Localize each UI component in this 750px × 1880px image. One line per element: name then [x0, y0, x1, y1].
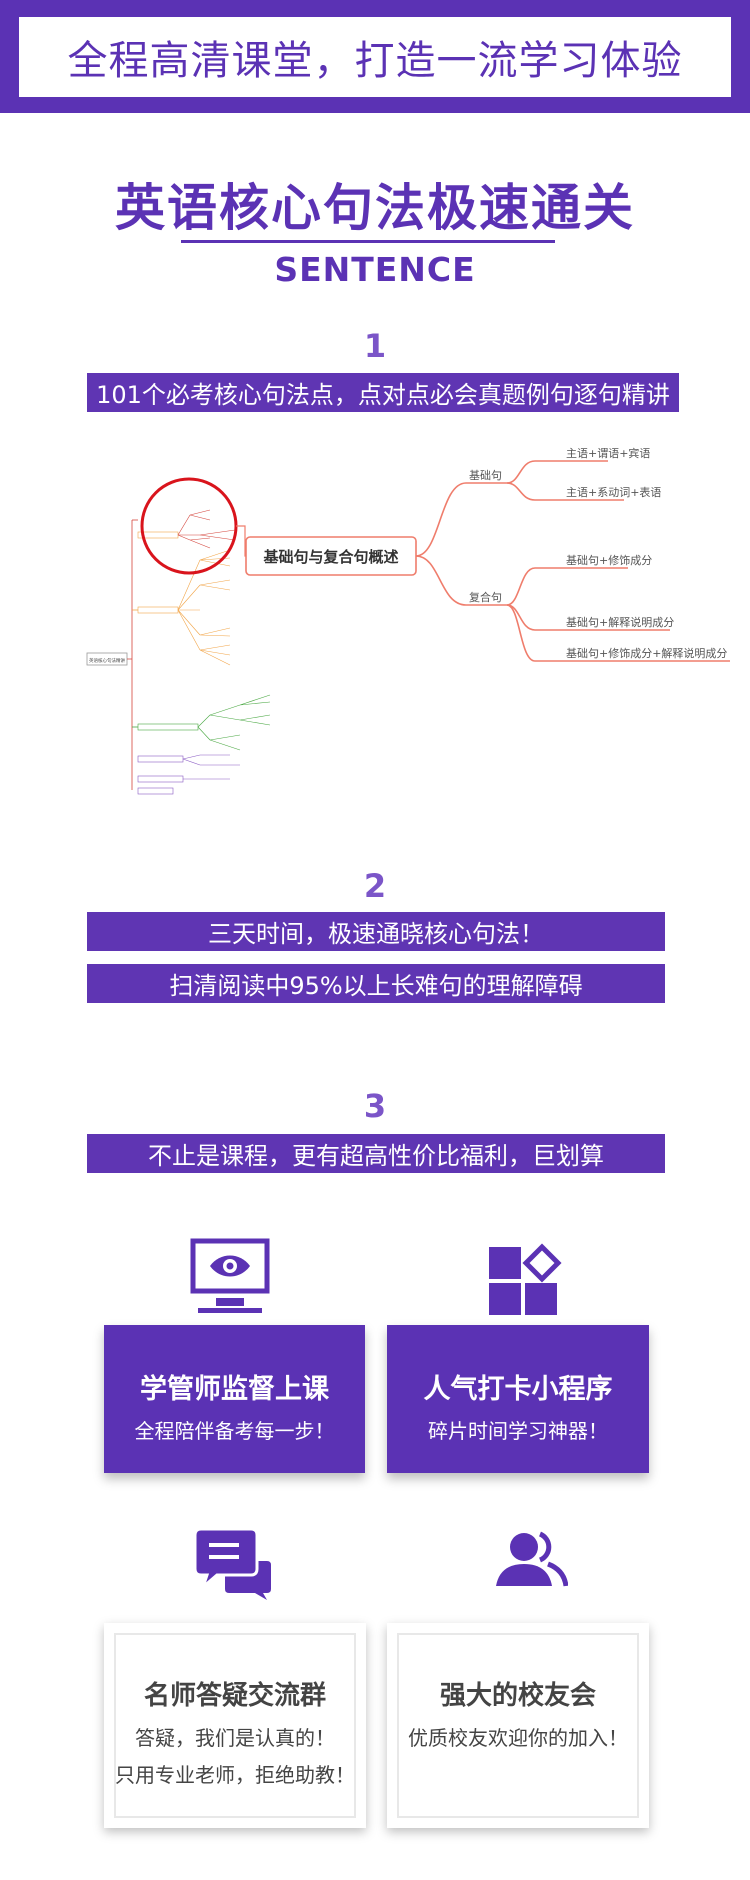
- apps-grid-icon: [489, 1243, 562, 1315]
- page-subtitle: SENTENCE: [274, 250, 476, 289]
- feature-subtitle: 全程陪伴备考每一步！: [134, 1419, 335, 1443]
- feature-card-miniprogram: 人气打卡小程序 碎片时间学习神器！: [387, 1325, 649, 1473]
- highlight-circle: [140, 477, 238, 575]
- section-1-number: 1: [363, 327, 387, 365]
- monitor-eye-icon: [190, 1238, 270, 1313]
- leaf-svo: 主语+谓语+宾语: [566, 446, 650, 460]
- feature-card-alumni: 强大的校友会 优质校友欢迎你的加入！: [387, 1623, 649, 1828]
- feature-title: 人气打卡小程序: [423, 1374, 613, 1405]
- feature-subtitle: 碎片时间学习神器！: [428, 1419, 608, 1443]
- leaf-svc: 主语+系动词+表语: [566, 485, 661, 499]
- section-3-number: 3: [363, 1087, 387, 1125]
- feature-title: 名师答疑交流群: [143, 1681, 326, 1711]
- feature-line-1: 答疑，我们是认真的！: [135, 1726, 335, 1750]
- feature-line-2: 只用专业老师，拒绝助教！: [115, 1763, 355, 1787]
- leaf-explanation: 基础句+解释说明成分: [566, 615, 674, 629]
- leaf-modifier: 基础句+修饰成分: [566, 553, 652, 567]
- leaf-modifier-explanation: 基础句+修饰成分+解释说明成分: [566, 646, 727, 660]
- section-2-bar-1: 三天时间，极速通晓核心句法！: [87, 912, 665, 951]
- section-2-bar-2: 扫清阅读中95%以上长难句的理解障碍: [87, 964, 665, 1003]
- branch-label-compound: 复合句: [469, 590, 502, 604]
- mini-map-root: 英语核心句法精讲: [89, 657, 125, 664]
- chat-bubbles-icon: [195, 1527, 271, 1600]
- section-3-bar: 不止是课程，更有超高性价比福利，巨划算: [87, 1134, 665, 1173]
- section-2-number: 2: [363, 867, 387, 905]
- users-icon: [496, 1531, 568, 1587]
- card-frame: [397, 1633, 639, 1818]
- mindmap-diagram: 英语核心句法精讲 基础句与复合句: [86, 446, 730, 795]
- feature-title: 强大的校友会: [439, 1681, 596, 1711]
- feature-card-supervisor: 学管师监督上课 全程陪伴备考每一步！: [104, 1325, 365, 1473]
- mindmap-center-label: 基础句与复合句概述: [262, 548, 398, 566]
- feature-line-1: 优质校友欢迎你的加入！: [408, 1726, 628, 1750]
- top-banner-box: 全程高清课堂，打造一流学习体验: [19, 17, 731, 97]
- page-title: 英语核心句法极速通关: [115, 179, 635, 237]
- mini-map: 英语核心句法精讲: [86, 509, 271, 795]
- feature-title: 学管师监督上课: [140, 1374, 329, 1405]
- branch-label-basic: 基础句: [469, 469, 502, 482]
- top-banner: 全程高清课堂，打造一流学习体验: [0, 0, 750, 113]
- section-1-bar: 101个必考核心句法点，点对点必会真题例句逐句精讲: [87, 373, 679, 412]
- feature-card-qa-group: 名师答疑交流群 答疑，我们是认真的！ 只用专业老师，拒绝助教！: [104, 1623, 366, 1828]
- card-frame: [114, 1633, 356, 1818]
- banner-text: 全程高清课堂，打造一流学习体验: [67, 38, 683, 84]
- title-divider: [181, 240, 555, 243]
